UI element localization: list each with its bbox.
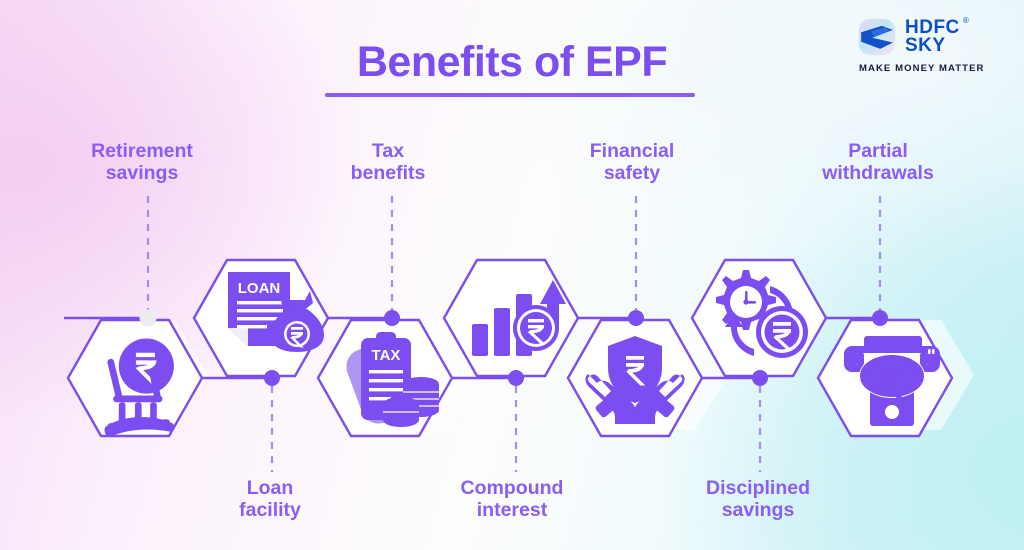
label-loan-facility: Loan facility — [170, 477, 370, 522]
loan-doc-caption: LOAN — [238, 280, 281, 297]
label-line-1: Disciplined — [705, 477, 811, 499]
page-title: Benefits of EPF — [356, 38, 668, 86]
label-compound-interest: Compound interest — [412, 477, 612, 522]
label-disciplined-savings: Disciplined savings — [658, 477, 858, 522]
hex-disciplined-savings[interactable] — [690, 258, 828, 378]
logo-text-line1: HDFC — [905, 16, 960, 38]
hex-compound-interest[interactable] — [442, 258, 580, 378]
tax-document-coins-icon: TAX — [346, 332, 439, 427]
hex-partial-withdrawals[interactable] — [816, 318, 954, 438]
hex-tax-benefits[interactable]: TAX — [316, 318, 454, 438]
title-underline — [325, 93, 695, 97]
growth-bar-chart-rupee-icon — [472, 280, 566, 356]
rocking-chair-rupee-icon — [104, 338, 175, 437]
label-line-1: Loan — [246, 477, 294, 499]
hex-financial-safety[interactable] — [566, 318, 704, 438]
loan-document-money-bag-icon: LOAN — [228, 272, 324, 352]
tax-doc-caption: TAX — [372, 347, 401, 364]
hex-retirement-savings[interactable] — [66, 318, 204, 438]
label-retirement-savings: Retirement savings — [42, 140, 242, 185]
label-line-1: Compound — [460, 477, 564, 499]
label-line-2: withdrawals — [822, 161, 934, 184]
gear-clock-cycle-rupee-icon — [716, 270, 808, 358]
label-line-1: Financial — [589, 140, 675, 162]
label-line-2: benefits — [350, 161, 426, 184]
label-line-2: safety — [603, 161, 661, 184]
label-line-2: facility — [239, 498, 301, 521]
label-line-2: interest — [476, 498, 548, 521]
label-line-1: Retirement — [91, 140, 193, 162]
hdfc-sky-swirl-icon — [858, 18, 896, 56]
logo-tagline: MAKE MONEY MATTER — [859, 63, 985, 74]
label-line-1: Partial — [848, 140, 908, 162]
label-tax-benefits: Tax benefits — [288, 140, 488, 185]
label-line-1: Tax — [371, 140, 405, 162]
connector-dots — [139, 309, 888, 386]
registered-mark: ® — [962, 15, 969, 25]
label-line-2: savings — [721, 498, 795, 521]
hex-loan-facility[interactable]: LOAN — [192, 258, 330, 378]
label-financial-safety: Financial safety — [532, 140, 732, 185]
brand-logo: HDFC SKY ® MAKE MONEY MATTER — [858, 15, 998, 80]
atm-machine-rupee-icon — [844, 336, 940, 426]
leader-lines — [146, 196, 882, 472]
label-line-2: savings — [105, 161, 179, 184]
label-partial-withdrawals: Partial withdrawals — [778, 140, 978, 185]
shield-rupee-hands-icon — [585, 336, 685, 424]
logo-text-line2: SKY — [905, 35, 946, 56]
